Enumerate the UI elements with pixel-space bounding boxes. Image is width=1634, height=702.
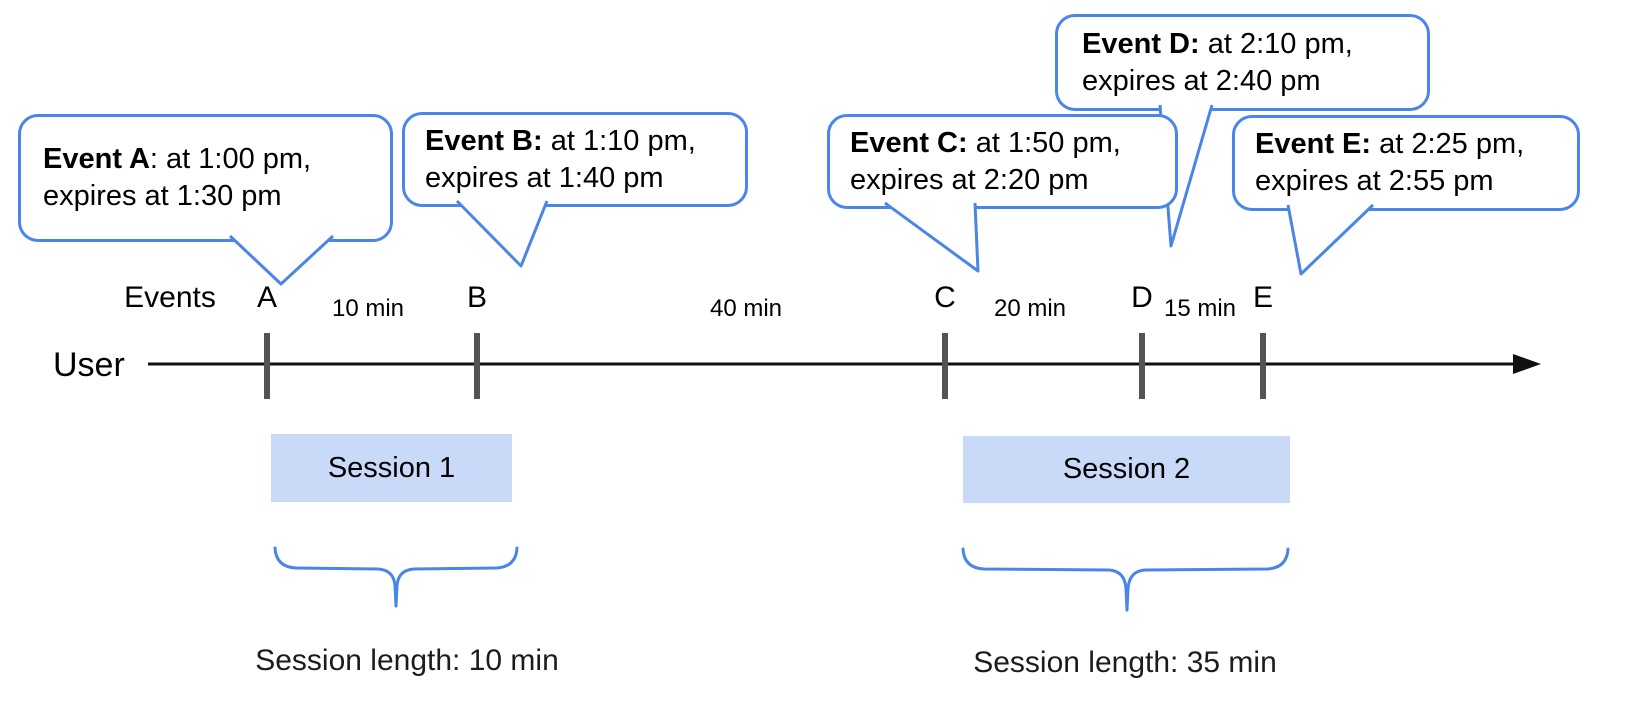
session-2-brace-icon <box>961 547 1290 612</box>
interval-label-40min: 40 min <box>709 295 783 322</box>
event-a-bubble-rest: : at 1:00 pm, <box>149 143 312 175</box>
event-b-letter: B <box>466 281 488 314</box>
session-1-label: Session 1 <box>327 451 456 484</box>
event-b-bubble-rest: at 1:10 pm, <box>542 124 696 157</box>
session-2-label: Session 2 <box>1062 453 1191 485</box>
event-a-bubble: Event A: at 1:00 pm, expires at 1:30 pm <box>18 114 393 242</box>
event-a-bubble-line2: expires at 1:30 pm <box>43 180 282 212</box>
event-a-bubble-line1: Event A: at 1:00 pm, <box>43 141 370 178</box>
interval-label-10min: 10 min <box>331 295 405 322</box>
event-e-bubble-bold: Event E: <box>1255 128 1372 160</box>
event-c-letter: C <box>934 281 956 314</box>
event-d-letter: D <box>1131 281 1153 314</box>
event-e-letter: E <box>1252 281 1274 314</box>
session-1-brace-icon <box>273 546 519 608</box>
event-d-bubble-line2: expires at 2:40 pm <box>1082 64 1321 97</box>
session-1-length-label: Session length: 10 min <box>255 644 559 677</box>
session-2-length-label: Session length: 35 min <box>973 646 1277 679</box>
interval-label-20min: 20 min <box>993 295 1067 322</box>
events-row-label: Events <box>124 281 216 314</box>
event-e-bubble-line1: Event E: at 2:25 pm, <box>1255 126 1557 163</box>
user-row-label: User <box>53 346 125 384</box>
event-c-bubble-line2: expires at 2:20 pm <box>850 163 1089 196</box>
tick-c <box>942 333 948 399</box>
session-1-box: Session 1 <box>271 434 512 502</box>
event-e-bubble-rest: at 2:25 pm, <box>1371 128 1525 160</box>
event-d-bubble-line1: Event D: at 2:10 pm, <box>1082 26 1407 63</box>
tick-e <box>1260 333 1266 399</box>
event-c-bubble-bold: Event C: <box>850 126 968 159</box>
event-a-bubble-bold: Event A <box>43 143 150 175</box>
event-b-bubble-line2: expires at 1:40 pm <box>425 161 664 194</box>
event-c-bubble-line1: Event C: at 1:50 pm, <box>850 125 1155 162</box>
event-c-bubble: Event C: at 1:50 pm, expires at 2:20 pm <box>827 114 1178 209</box>
tick-a <box>264 333 270 399</box>
event-c-bubble-rest: at 1:50 pm, <box>967 126 1121 159</box>
event-a-letter: A <box>256 281 278 314</box>
tick-b <box>474 333 480 399</box>
tick-d <box>1139 333 1145 399</box>
interval-label-15min: 15 min <box>1163 295 1237 322</box>
event-d-bubble-bold: Event D: <box>1082 27 1200 60</box>
event-b-bubble: Event B: at 1:10 pm, expires at 1:40 pm <box>402 112 748 207</box>
event-d-bubble-rest: at 2:10 pm, <box>1199 27 1353 60</box>
event-e-bubble-line2: expires at 2:55 pm <box>1255 165 1494 197</box>
event-b-bubble-line1: Event B: at 1:10 pm, <box>425 123 725 160</box>
session-2-box: Session 2 <box>963 436 1290 503</box>
event-b-bubble-bold: Event B: <box>425 124 543 157</box>
event-d-bubble: Event D: at 2:10 pm, expires at 2:40 pm <box>1055 14 1430 111</box>
event-e-bubble: Event E: at 2:25 pm, expires at 2:55 pm <box>1232 115 1580 211</box>
timeline-arrowhead-icon <box>1513 354 1541 374</box>
